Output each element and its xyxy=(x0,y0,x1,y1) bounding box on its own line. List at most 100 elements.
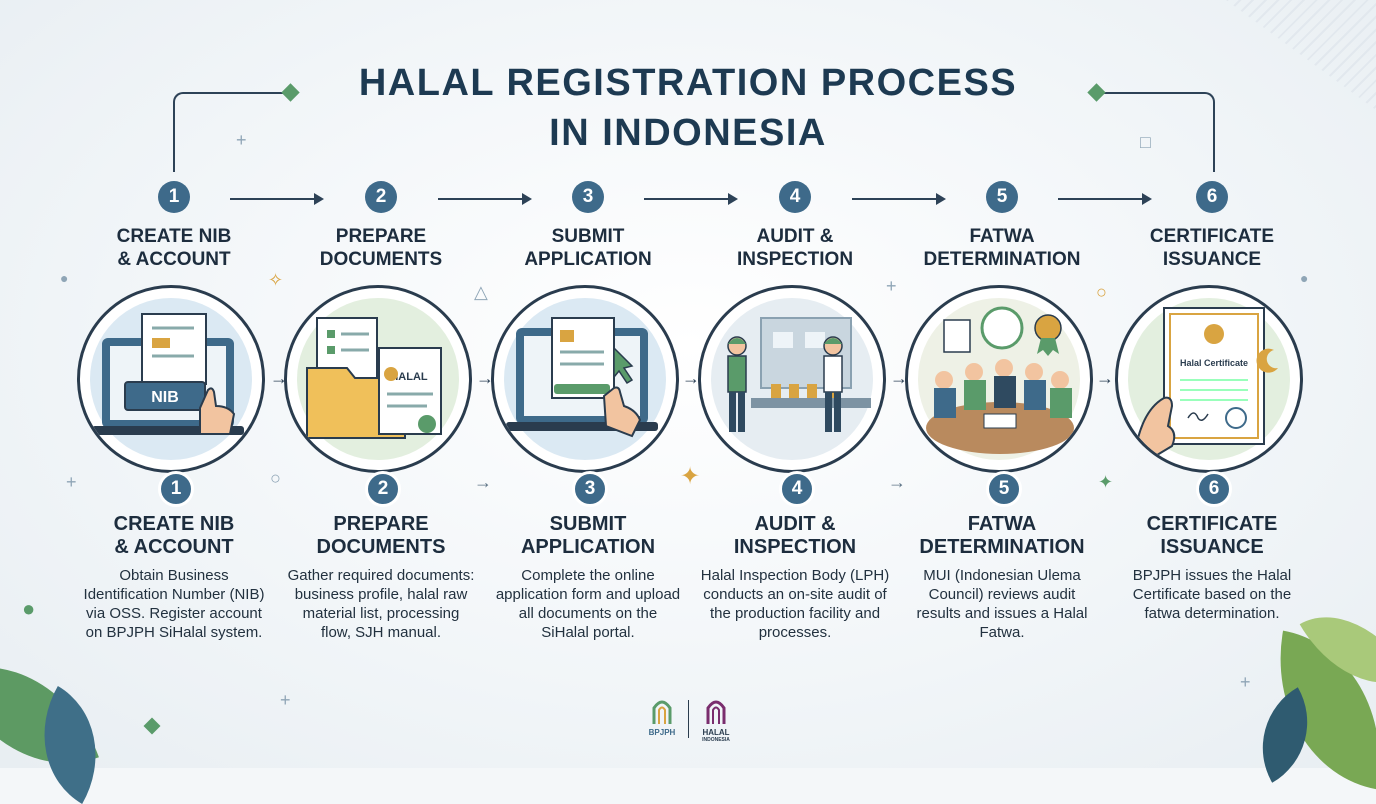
step-heading-line: CREATE NIB xyxy=(113,513,235,535)
step-title: AUDIT & INSPECTION xyxy=(695,225,895,271)
step-heading-line: PREPARE xyxy=(333,513,429,535)
step-number-badge: 6 xyxy=(1196,181,1228,213)
sparkle-icon: + xyxy=(66,472,77,492)
chevron-right-icon: → xyxy=(270,368,288,388)
ring-icon: ● xyxy=(22,596,36,621)
step-heading: CREATE NIB & ACCOUNT xyxy=(74,513,274,559)
step-3: 3 SUBMIT APPLICATION 3 SUBMIT APPLICATIO… xyxy=(488,0,688,768)
step-title-line: APPLICATION xyxy=(524,249,652,270)
step-number-badge: 5 xyxy=(986,471,1022,507)
arrow-1-2 xyxy=(230,193,324,205)
step-number-badge: 2 xyxy=(365,181,397,213)
step-illustration xyxy=(491,285,679,473)
step-heading-line: DETERMINATION xyxy=(919,536,1085,558)
arrow-4-5 xyxy=(852,193,946,205)
step-illustration xyxy=(905,285,1093,473)
ring-icon: ○ xyxy=(1096,282,1107,302)
step-number-badge: 4 xyxy=(779,181,811,213)
arrow-5-6 xyxy=(1058,193,1152,205)
council-meeting-icon xyxy=(926,306,1074,454)
step-heading-line: SUBMIT xyxy=(549,513,627,535)
logo-divider xyxy=(688,700,689,738)
step-description: Halal Inspection Body (LPH) conducts an … xyxy=(700,567,890,641)
title-line-1: HALAL REGISTRATION PROCESS xyxy=(358,62,1018,104)
step-heading: SUBMIT APPLICATION xyxy=(488,513,688,559)
step-number-badge: 3 xyxy=(572,181,604,213)
bpjph-logo: BPJPH xyxy=(642,696,682,737)
sparkle-icon: ✦ xyxy=(1098,472,1114,492)
step-heading: AUDIT & INSPECTION xyxy=(695,513,895,559)
step-number-badge: 2 xyxy=(365,471,401,507)
halal-logo-text: HALAL xyxy=(702,728,730,737)
sparkle-icon: + xyxy=(1240,672,1251,692)
step-title-line: PREPARE xyxy=(335,226,427,247)
step-number-badge: 3 xyxy=(572,471,608,507)
svg-text:Halal Certificate: Halal Certificate xyxy=(1180,358,1248,368)
step-number-badge: 5 xyxy=(986,181,1018,213)
halal-logo-subtext: INDONESIA xyxy=(702,737,730,743)
triangle-icon: △ xyxy=(474,282,488,302)
step-description: Obtain Business Identification Number (N… xyxy=(83,567,265,641)
svg-text:NIB: NIB xyxy=(151,389,179,406)
square-icon: □ xyxy=(1140,132,1151,152)
ring-icon: ○ xyxy=(270,468,281,488)
step-title: SUBMIT APPLICATION xyxy=(488,225,688,271)
certificate-icon: Halal Certificate xyxy=(1136,307,1278,460)
laptop-nib-icon: NIB xyxy=(92,313,244,435)
step-heading-line: DOCUMENTS xyxy=(316,536,446,558)
sparkle-icon: + xyxy=(280,690,291,710)
arrow-3-4 xyxy=(644,193,738,205)
svg-text:HALAL: HALAL xyxy=(390,371,428,383)
step-heading-line: CERTIFICATE xyxy=(1146,513,1278,535)
sparkle-icon: + xyxy=(236,130,247,150)
step-title-line: INSPECTION xyxy=(736,249,854,270)
bpjph-logo-icon xyxy=(652,700,672,724)
factory-inspection-icon xyxy=(727,317,871,432)
step-description: MUI (Indonesian Ulema Council) reviews a… xyxy=(916,567,1088,641)
step-heading-line: FATWA xyxy=(967,513,1037,535)
step-title: PREPARE DOCUMENTS xyxy=(281,225,481,271)
sparkle-icon: ✧ xyxy=(268,270,284,290)
loop-connector-right xyxy=(1096,92,1215,172)
step-4: 4 AUDIT & INSPECTION 4 AUDIT & INSPECTIO… xyxy=(695,0,895,768)
step-description: BPJPH issues the Halal Certificate based… xyxy=(1132,567,1292,622)
step-title: CERTIFICATE ISSUANCE xyxy=(1112,225,1312,271)
bpjph-logo-text: BPJPH xyxy=(648,728,676,737)
step-title-line: DOCUMENTS xyxy=(319,249,443,270)
chevron-right-icon: → xyxy=(474,472,492,492)
step-heading-line: ISSUANCE xyxy=(1160,536,1264,558)
step-number-badge: 1 xyxy=(158,181,190,213)
step-title: CREATE NIB & ACCOUNT xyxy=(74,225,274,271)
step-title-line: FATWA xyxy=(969,226,1035,247)
step-description: Gather required documents: business prof… xyxy=(287,567,475,641)
step-title-line: AUDIT & xyxy=(756,226,834,247)
step-heading-line: APPLICATION xyxy=(520,536,656,558)
step-6: 6 CERTIFICATE ISSUANCE Halal Certificate… xyxy=(1112,0,1312,768)
step-illustration: NIB xyxy=(77,285,265,473)
step-heading-line: INSPECTION xyxy=(733,536,857,558)
chevron-right-icon: → xyxy=(888,472,906,492)
title-line-2: IN INDONESIA xyxy=(549,112,827,154)
step-heading-line: & ACCOUNT xyxy=(114,536,234,558)
step-description: Complete the online application form and… xyxy=(495,567,681,641)
arrow-2-3 xyxy=(438,193,532,205)
step-illustration xyxy=(698,285,886,473)
step-heading-line: AUDIT & xyxy=(754,513,836,535)
laptop-upload-icon xyxy=(506,317,658,438)
step-title-line: ISSUANCE xyxy=(1162,249,1262,270)
step-heading: FATWA DETERMINATION xyxy=(902,513,1102,559)
sparkle-icon: ✦ xyxy=(680,463,701,490)
step-title-line: & ACCOUNT xyxy=(117,249,231,270)
step-5: 5 FATWA DETERMINATION 5 FATWA DETERMINAT… xyxy=(902,0,1102,768)
dot-icon: ● xyxy=(60,270,69,286)
sparkle-icon: + xyxy=(886,276,897,296)
step-heading: PREPARE DOCUMENTS xyxy=(281,513,481,559)
halal-indonesia-logo-icon xyxy=(706,700,726,724)
step-title-line: CERTIFICATE xyxy=(1149,226,1275,247)
chevron-right-icon: → xyxy=(682,368,700,388)
page-title: HALAL REGISTRATION PROCESS IN INDONESIA xyxy=(0,58,1376,158)
dot-icon: ● xyxy=(1300,270,1309,286)
step-2: 2 PREPARE DOCUMENTS HALAL 2 PREPARE DOCU… xyxy=(281,0,481,768)
step-title-line: CREATE NIB xyxy=(116,226,232,247)
documents-folder-icon: HALAL xyxy=(306,317,442,439)
